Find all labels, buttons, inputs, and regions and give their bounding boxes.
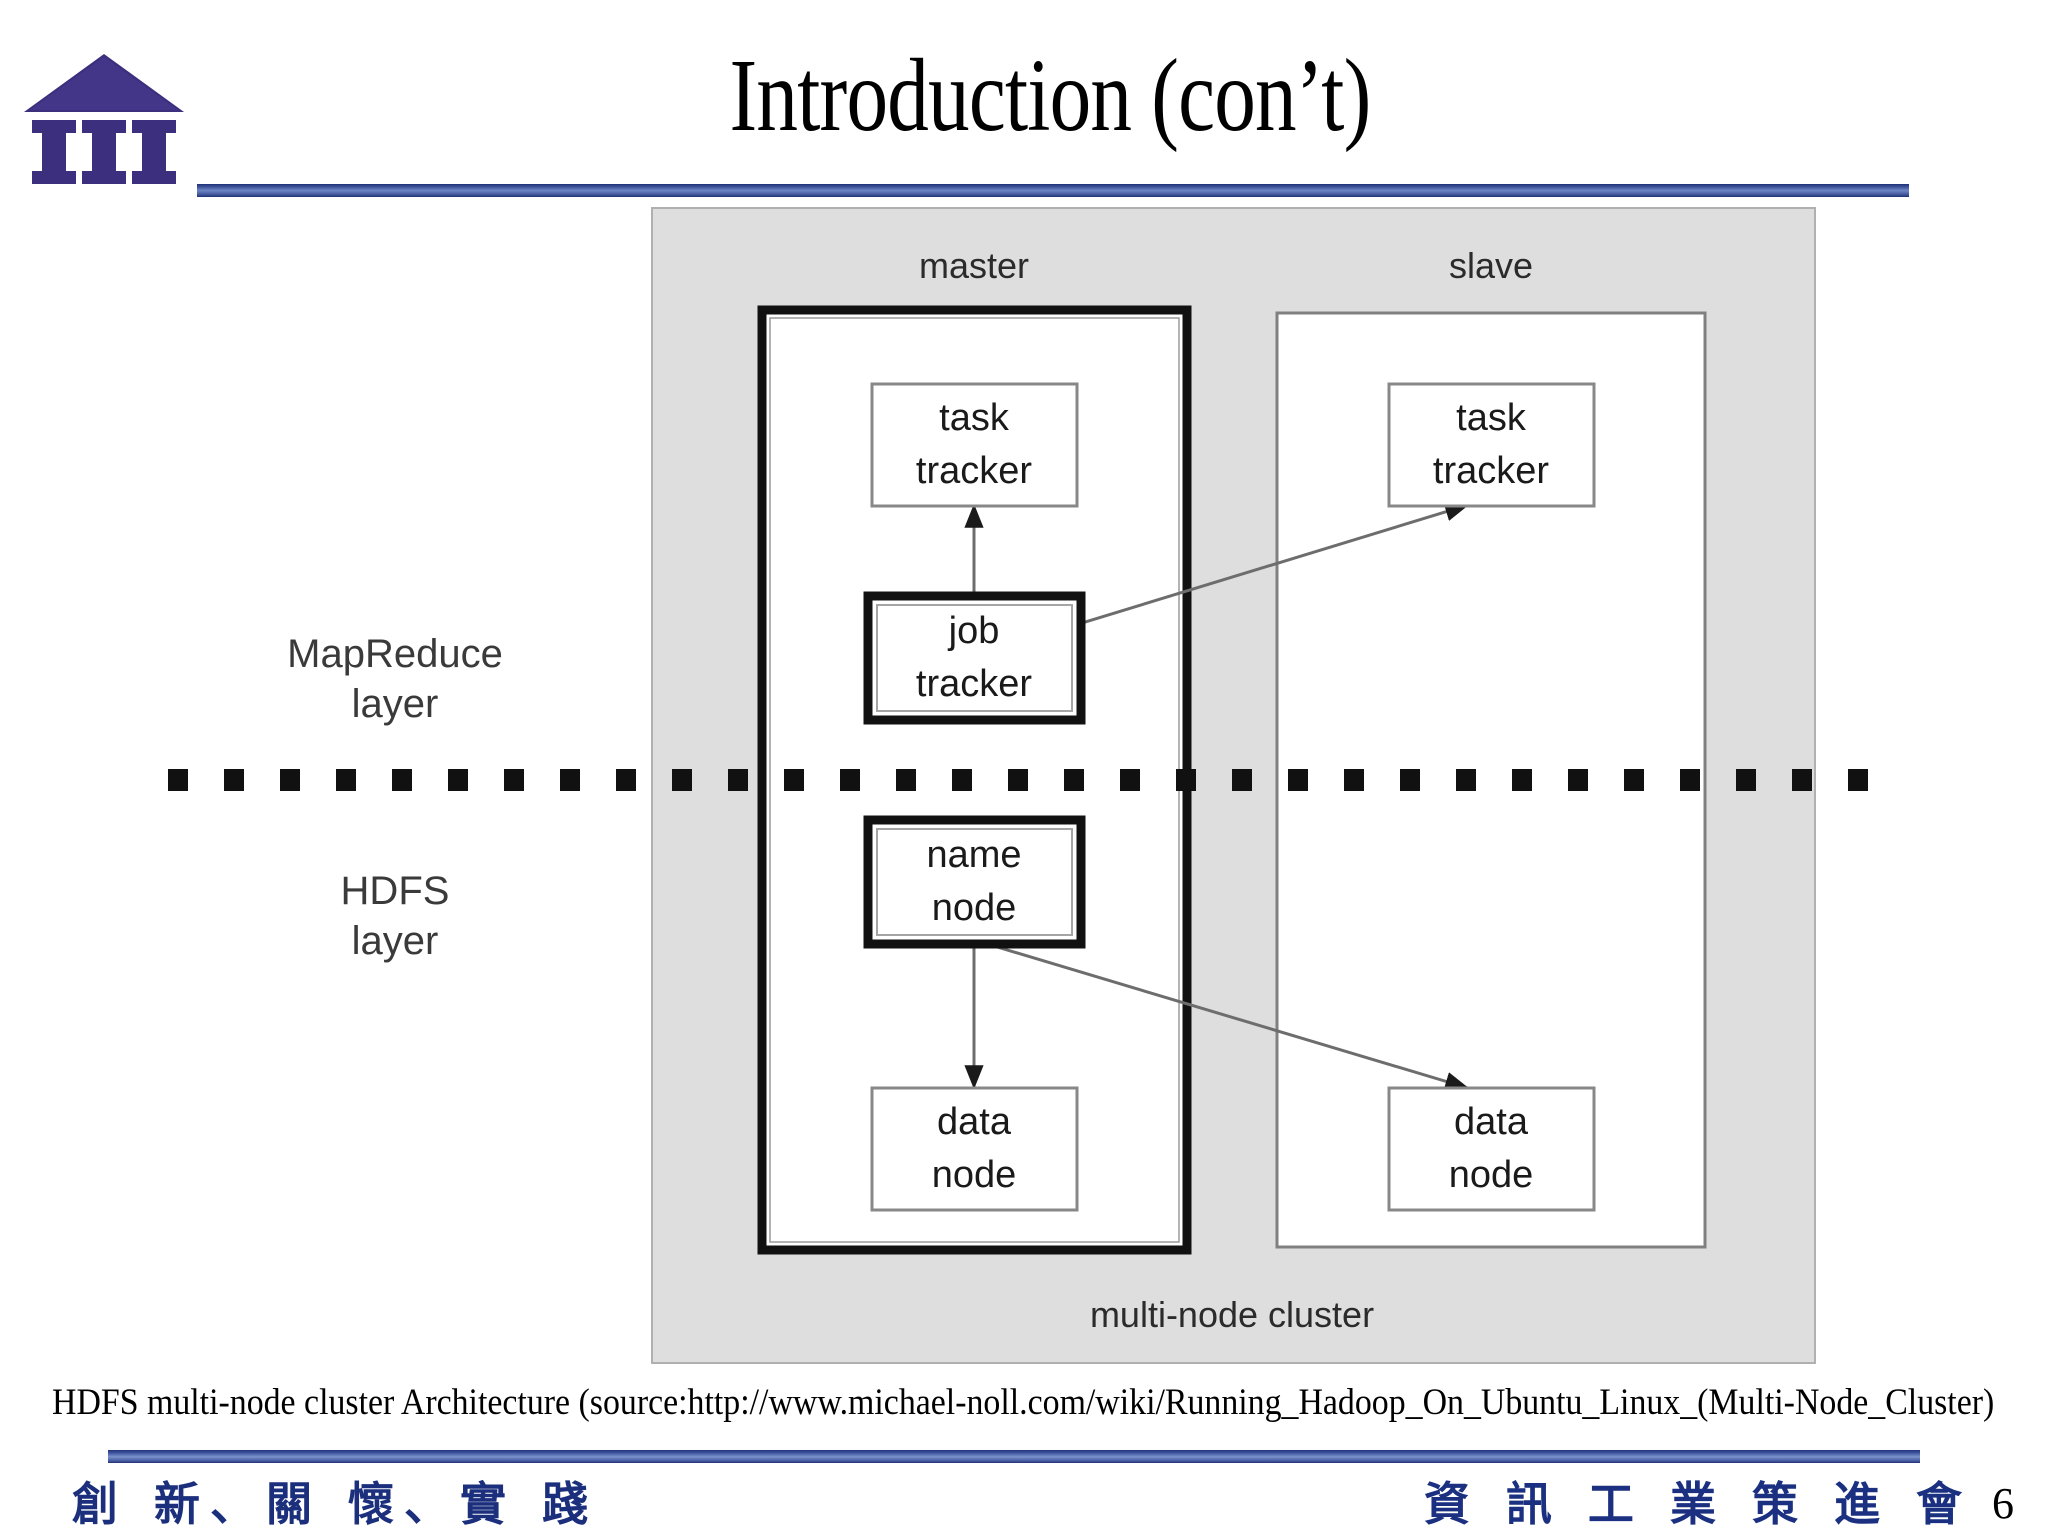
- node-master-job-tracker: job tracker: [863, 591, 1086, 725]
- svg-text:node: node: [932, 1154, 1017, 1196]
- footer-rule: [108, 1450, 1920, 1463]
- svg-text:tracker: tracker: [916, 450, 1032, 492]
- slave-column-label: slave: [1449, 245, 1533, 286]
- svg-text:data: data: [937, 1101, 1012, 1143]
- svg-text:name: name: [926, 834, 1021, 876]
- svg-text:data: data: [1454, 1101, 1529, 1143]
- node-master-name-node: name node: [863, 815, 1086, 949]
- page-title: Introduction (con’t): [729, 38, 1372, 153]
- node-master-data-node: data node: [870, 1086, 1079, 1212]
- svg-text:layer: layer: [352, 919, 439, 963]
- hdfs-architecture-diagram: master slave MapReduce layer HDFS layer: [0, 200, 2048, 1380]
- page-number: 6: [1992, 1479, 2014, 1528]
- edge-namenode-to-slave-datanode: [973, 938, 1470, 1091]
- source-caption: HDFS multi-node cluster Architecture (so…: [52, 1382, 1995, 1423]
- svg-text:layer: layer: [352, 682, 439, 726]
- iii-institute-logo: [22, 48, 187, 188]
- cluster-caption: multi-node cluster: [1090, 1294, 1374, 1335]
- svg-text:task: task: [1456, 397, 1527, 439]
- svg-text:MapReduce: MapReduce: [287, 632, 503, 676]
- node-master-task-tracker: task tracker: [870, 382, 1079, 508]
- mapreduce-layer-label: MapReduce layer: [287, 632, 503, 726]
- svg-text:task: task: [939, 397, 1010, 439]
- node-slave-task-tracker: task tracker: [1387, 382, 1596, 508]
- title-underline-rule: [197, 184, 1909, 197]
- footer-slogan-left: 創 新、關 懷、實 踐: [72, 1477, 599, 1531]
- svg-text:tracker: tracker: [1433, 450, 1549, 492]
- master-column-label: master: [919, 245, 1029, 286]
- hdfs-layer-label: HDFS layer: [341, 869, 450, 963]
- svg-text:node: node: [1449, 1154, 1534, 1196]
- svg-text:node: node: [932, 887, 1017, 929]
- node-slave-data-node: data node: [1387, 1086, 1596, 1212]
- svg-text:job: job: [948, 610, 1000, 652]
- footer-org-name-right: 資 訊 工 業 策 進 會: [1423, 1477, 1972, 1531]
- svg-text:HDFS: HDFS: [341, 869, 450, 913]
- svg-text:tracker: tracker: [916, 663, 1032, 705]
